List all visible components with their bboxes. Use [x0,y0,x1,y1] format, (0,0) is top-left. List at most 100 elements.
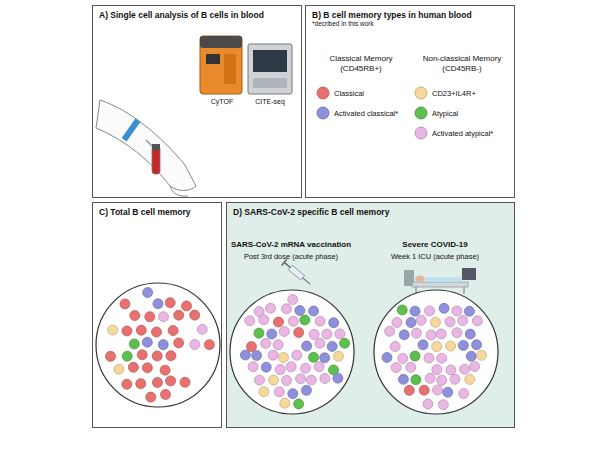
b-cell-dot [309,329,319,339]
b-cell-dot [296,374,306,384]
legend-item: CD23+IL4R+ [414,86,476,100]
legend-swatch-box [414,126,428,140]
legend-swatch [415,127,427,139]
b-cell-dot [174,338,184,348]
legend-text: Classical [334,89,364,98]
b-cell-dot [269,375,279,385]
b-cell-dot [168,326,178,336]
b-cell-dot [136,325,146,335]
b-cell-dot [301,385,311,395]
b-cell-dot [197,324,207,334]
b-cell-dot [450,374,460,384]
b-cell-dot [458,316,468,326]
b-cell-dot [466,351,476,361]
panel-note: *decribed in this work [312,20,508,28]
legend-swatch-box [414,106,428,120]
b-cell-dot [399,330,409,340]
caption-label: Week 1 ICU (acute phase) [372,252,498,261]
cell-population-circle [230,290,354,414]
b-cell-dot [158,340,168,350]
b-cell-dot [398,353,408,363]
b-cell-dot [446,341,456,351]
cytof-machine [200,36,242,94]
b-cell-dot [418,340,428,350]
b-cell-dot [333,373,343,383]
b-cell-dot [411,328,421,338]
b-cell-dot [436,329,446,339]
legend-swatch-box [414,86,428,100]
b-cell-dot [446,365,456,375]
cell-population-circle [96,283,220,407]
b-cell-dot [129,339,139,349]
b-cell-dot [294,328,304,338]
caption-label: SARS-CoV-2 mRNA vaccination [228,240,354,250]
b-cell-dot [382,352,392,362]
b-cell-dot [204,340,214,350]
b-cell-dot [190,340,200,350]
b-cell-dot [266,303,276,313]
b-cell-dot [300,315,310,325]
b-cell-dot [180,377,190,387]
b-cell-dot [292,350,302,360]
b-cell-dot [120,299,130,309]
b-cell-dot [426,330,436,340]
b-cell-dot [122,351,132,361]
panel-box: D) SARS-CoV-2 specific B cell memory [226,202,515,428]
legend-swatch [415,87,427,99]
b-cell-dot [278,353,288,363]
caption-label: Severe COVID-19 [372,240,498,250]
b-cell-dot [267,329,277,339]
b-cell-dot [472,316,482,326]
b-cell-dot [261,338,271,348]
panel-box: B) B cell memory types in human blood*de… [305,5,515,198]
b-cell-dot [333,351,343,361]
b-cell-dot [122,326,132,336]
b-cell-dot [254,375,264,385]
b-cell-dot [443,387,453,397]
b-cell-dot [153,299,163,309]
b-cell-dot [174,310,184,320]
b-cell-dot [161,389,171,399]
b-cell-dot [411,375,421,385]
b-cell-dot [151,327,161,337]
b-cell-dot [166,351,176,361]
panel-title: C) Total B cell memory [99,207,215,217]
legend-text: Activated atypical* [432,129,493,138]
b-cell-dot [273,317,283,327]
panel-box: C) Total B cell memory [92,202,222,428]
b-cell-dot [392,317,402,327]
b-cell-dot [279,326,289,336]
b-cell-dot [294,399,304,409]
b-cell-dot [114,364,124,374]
syringe-icon [282,259,313,287]
b-cell-dot [385,326,395,336]
b-cell-dot [136,379,146,389]
b-cell-dot [397,305,407,315]
legend-swatch [317,87,329,99]
caption-label: Post 3rd dose (acute phase) [228,252,354,261]
b-cell-dot [433,385,443,395]
panel-ground [226,202,515,428]
b-cell-dot [391,363,401,373]
b-cell-dot [460,364,470,374]
b-cell-dot [288,295,298,305]
b-cell-dot [390,342,400,352]
b-cell-dot [159,312,169,322]
b-cell-dot [300,363,310,373]
b-cell-dot [306,375,316,385]
legend-item: Atypical [414,106,458,120]
cell-population-circle [374,290,498,414]
b-cell-dot [288,389,298,399]
legend-swatch [317,107,329,119]
b-cell-dot [452,306,462,316]
b-cell-dot [406,362,416,372]
b-cell-dot [273,340,283,350]
b-cell-dot [430,317,440,327]
b-cell-dot [166,376,176,386]
b-cell-dot [315,316,325,326]
b-cell-dot [137,350,147,360]
b-cell-dot [398,374,408,384]
b-cell-dot [146,392,156,402]
b-cell-dot [439,303,449,313]
